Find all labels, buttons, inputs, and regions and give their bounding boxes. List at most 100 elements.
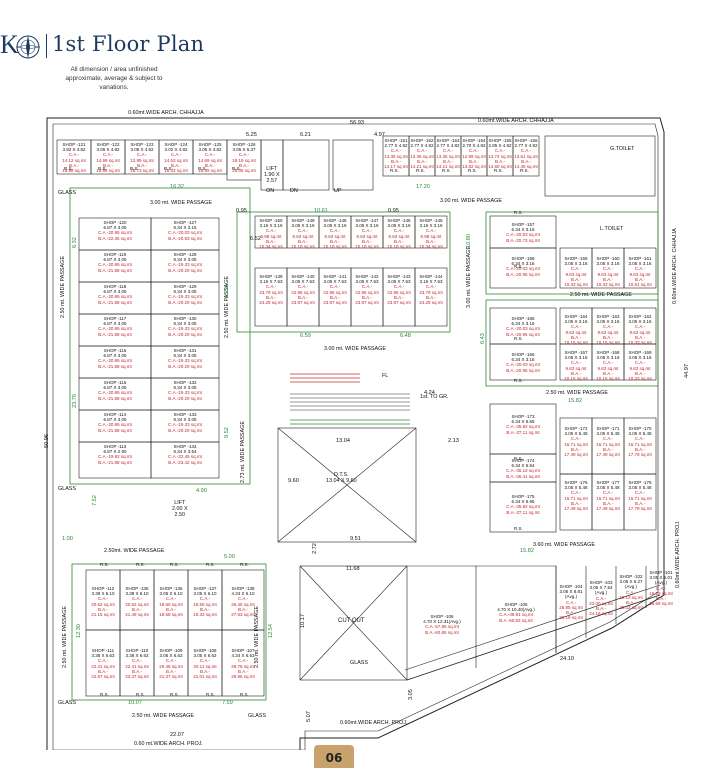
shop-carpet-area: C.A.- 22.96 sq.mt bbox=[291, 284, 315, 295]
rs-marker: R.S. bbox=[514, 264, 523, 269]
dim: 6.43 bbox=[480, 333, 486, 344]
shop-number: SHOP -130 bbox=[173, 316, 197, 321]
shop-number: SHOP -148 bbox=[323, 218, 347, 223]
shop-size: 6.34 X 3.05 bbox=[173, 353, 197, 359]
shop-number: SHOP -154 bbox=[462, 138, 486, 143]
rs-marker: R.S. bbox=[206, 692, 215, 697]
shop-number: SHOP -110 bbox=[125, 648, 149, 653]
shop-built-area: B.A.- 27.63 sq.mt bbox=[231, 606, 255, 618]
dim: 7.59 bbox=[222, 700, 233, 706]
shop-size: 3.05 X 5.48 bbox=[596, 485, 620, 491]
shop-built-area: B.A.- 10.15 sq.mt bbox=[596, 370, 620, 382]
dim: 1.00 bbox=[62, 536, 73, 542]
floor-plan: 0.60mt.WIDE ARCH. CHHAJJA 0.60mt.WIDE AR… bbox=[0, 108, 708, 750]
shop-number: SHOP -105 bbox=[504, 602, 528, 607]
shop-size: 3.16 X 7.53 bbox=[419, 279, 443, 285]
shop-size: 2.77 X 4.82 bbox=[436, 143, 460, 149]
rs-marker: R.S. bbox=[198, 166, 207, 171]
shop-number: SHOP -121 bbox=[62, 142, 86, 147]
shop-built-area: B.A.- 10.15 sq.mt bbox=[564, 370, 588, 382]
shop-built-area: B.A.-20.20 sq.mt bbox=[168, 363, 202, 369]
shop-size: 6.87 X 3.05 bbox=[103, 257, 127, 263]
shop-number: SHOP -132 bbox=[173, 380, 197, 385]
shop-size: 3.08 X 4.82 bbox=[130, 147, 154, 153]
shop-carpet-area: C.A.-35.82 sq.mt bbox=[506, 424, 540, 430]
shop-number: SHOP -125 bbox=[198, 142, 222, 147]
shop-size: 3.05 X 5.48 bbox=[564, 431, 588, 437]
shop-carpet-area: C.A.- 9.63 sq.mt bbox=[565, 360, 587, 371]
bottom-proj-label-2: 0.60mt.WIDE ARCH. PROJ. bbox=[340, 720, 408, 726]
shop-size: 3.05 X 6.63 bbox=[159, 653, 183, 659]
shop-number: SHOP -149 bbox=[291, 218, 315, 223]
shop-size: 3.05 X 6.62 bbox=[193, 653, 217, 659]
shop-number: SHOP -143 bbox=[387, 274, 411, 279]
shop-size: 3.05 X 8.81 (Avg.) bbox=[559, 589, 583, 600]
rs-marker: R.S. bbox=[494, 168, 503, 173]
shop-carpet-area: C.A.- 9.63 sq.mt bbox=[629, 266, 651, 277]
shop-number: SHOP -140 bbox=[291, 274, 315, 279]
shop-size: 3.05 X 3.16 bbox=[628, 319, 652, 325]
shop-built-area: B.A.-20.20 sq.mt bbox=[168, 299, 202, 305]
passage-bottom: 2.50 mt. WIDE PASSAGE bbox=[132, 713, 194, 719]
fl-label: FL bbox=[382, 373, 389, 379]
rs-marker: R.S. bbox=[468, 168, 477, 173]
rs-marker: R.S. bbox=[520, 168, 529, 173]
shop-carpet-area: C.A.- 16.71 sq.mt bbox=[628, 436, 652, 447]
shop-size: 3.05 X 6.37 bbox=[232, 147, 256, 153]
shop-number: SHOP -147 bbox=[355, 218, 379, 223]
shop-number: SHOP -159 bbox=[564, 256, 588, 261]
shop-built-area: B.A.- 24.29 sq.mt bbox=[419, 294, 443, 306]
shop-number: SHOP -163 bbox=[596, 314, 620, 319]
shop-built-area: B.A.- 21.37 sq.mt bbox=[159, 668, 183, 680]
shop-built-area: B.A.- 23.97 sq.mt bbox=[323, 294, 347, 306]
shop-number: SHOP -123 bbox=[130, 142, 154, 147]
shop-carpet-area: C.A.- 22.41 sq.mt bbox=[91, 658, 115, 669]
dim: 2.13 bbox=[448, 438, 459, 444]
shop-size: 6.34 X 3.05 bbox=[173, 289, 197, 295]
shop-built-area: B.A.-23.42 sq.mt bbox=[168, 459, 202, 465]
shop-size: 3.38 X 6.63 bbox=[125, 653, 149, 659]
on-label: ON bbox=[266, 188, 275, 194]
dim: 10.07 bbox=[128, 700, 142, 706]
dim: 4.97 bbox=[374, 132, 385, 138]
shop-number: SHOP -108 bbox=[193, 648, 217, 653]
passage-right-2: 2.50 mt. WIDE PASSAGE bbox=[546, 390, 608, 396]
dim: 15.91 bbox=[224, 284, 230, 298]
shop-carpet-area: C.A.- 26.85 sq.mt bbox=[559, 599, 583, 610]
shop-built-area: B.A.-60.85 sq.mt bbox=[425, 629, 459, 635]
shop-size: 3.05 X 4.82 bbox=[198, 147, 222, 153]
shop-carpet-area: C.A.- 14.12 sq.mt bbox=[62, 152, 86, 163]
shop-number: SHOP -111 bbox=[91, 648, 115, 653]
dim: 10.61 bbox=[314, 208, 328, 214]
shop-carpet-area: C.A.-20.95 sq.mt bbox=[98, 294, 132, 300]
dim: 0.95 bbox=[388, 208, 399, 214]
glass-label-1: GLASS bbox=[58, 190, 76, 196]
shop-carpet-area: C.A.- 28.75 sq.mt bbox=[231, 658, 255, 669]
dim: 4.90 bbox=[196, 488, 207, 494]
shop-carpet-area: C.A.-20.95 sq.mt bbox=[98, 422, 132, 428]
shop-built-area: B.A.- 23.97 sq.mt bbox=[387, 294, 411, 306]
shop-number: SHOP -169 bbox=[628, 350, 652, 355]
shop-carpet-area: C.A.-20.03 sq.mt bbox=[506, 362, 540, 368]
shop-built-area: B.A.- 21.49 sq.mt bbox=[125, 606, 149, 618]
shop-size: 3.05 X 6.10 bbox=[159, 591, 183, 597]
shop-carpet-area: C.A.- 15.28 sq.mt bbox=[649, 585, 673, 596]
shop-number: SHOP -165 bbox=[511, 316, 535, 321]
shop-size: 4.70 X 12.31(Avg.) bbox=[423, 619, 461, 625]
shop-size: 3.05 X 5.01 (Avg.) bbox=[649, 575, 673, 586]
